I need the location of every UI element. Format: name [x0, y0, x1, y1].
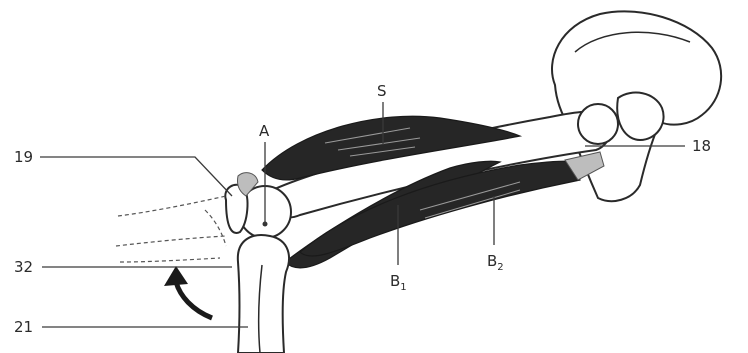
label-s: S [377, 82, 387, 100]
label-32: 32 [14, 258, 33, 276]
dashed-displacement-lines [116, 196, 226, 262]
label-19: 19 [14, 148, 33, 166]
label-a: A [259, 122, 270, 140]
tibia [238, 235, 289, 353]
label-b2: B2 [487, 252, 504, 273]
femoral-head [578, 104, 618, 144]
label-21: 21 [14, 318, 33, 336]
label-b1: B1 [390, 272, 407, 293]
curved-arrow-icon [164, 266, 212, 318]
label-18: 18 [692, 137, 711, 155]
